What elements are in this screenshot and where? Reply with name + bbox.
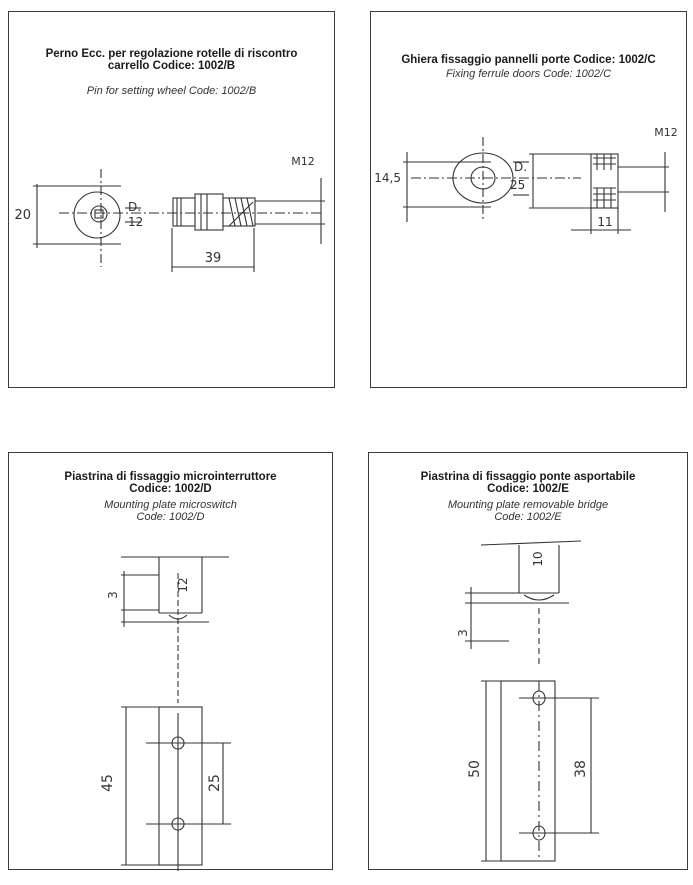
card-1002-c: Ghiera fissaggio pannelli porte Codice: … [370, 11, 687, 388]
card-subtitle: Pin for setting wheel Code: 1002/B [9, 85, 334, 97]
dim-length: 11 [597, 215, 612, 229]
dim-top-width: 12 [176, 577, 190, 592]
card-title: Ghiera fissaggio pannelli porte Codice: … [371, 54, 686, 66]
dim-hole-spacing: 25 [207, 774, 223, 792]
subtitle-line: Code: 1002/E [494, 511, 562, 523]
technical-drawing-ferrule: 14,5 D. 25 11 M12 [374, 126, 678, 234]
technical-drawing-pin: 20 D. 12 39 M12 [14, 155, 325, 272]
dim-length: 50 [467, 760, 483, 778]
dim-thread: M12 [654, 126, 678, 139]
card-subtitle: Fixing ferrule doors Code: 1002/C [371, 68, 686, 80]
card-title: Perno Ecc. per regolazione rotelle di ri… [9, 48, 334, 72]
dim-thickness: 3 [106, 591, 120, 599]
title-line: Ghiera fissaggio pannelli porte Codice: … [401, 54, 656, 66]
dim-length: 45 [100, 774, 116, 792]
card-1002-b: Perno Ecc. per regolazione rotelle di ri… [8, 11, 335, 388]
subtitle-line: Mounting plate microswitch [104, 499, 237, 511]
dim-top-width: 10 [531, 551, 545, 566]
card-subtitle: Mounting plate removable bridge Code: 10… [369, 499, 687, 523]
dim-thickness: 3 [456, 629, 470, 637]
subtitle-line: Fixing ferrule doors Code: 1002/C [445, 68, 612, 80]
dim-length: 39 [205, 251, 222, 266]
title-line: Piastrina di fissaggio ponte asportabile [420, 471, 636, 483]
technical-drawing-plate-d: 12 3 45 25 [100, 556, 231, 871]
dim-thread: M12 [291, 155, 315, 168]
card-title: Piastrina di fissaggio ponte asportabile… [369, 471, 687, 495]
card-1002-d: Piastrina di fissaggio microinterruttore… [8, 452, 333, 871]
subtitle-line: Mounting plate removable bridge [447, 499, 609, 511]
dim-diameter-label: D. [128, 200, 141, 214]
title-line: carrello Codice: 1002/B [107, 60, 236, 72]
dim-diameter: 12 [128, 215, 143, 229]
title-line: Codice: 1002/D [129, 483, 212, 495]
title-line: Codice: 1002/E [487, 483, 569, 495]
dim-diameter: 25 [510, 178, 525, 192]
dim-diameter-label: D. [514, 160, 527, 174]
subtitle-line: Code: 1002/D [136, 511, 205, 523]
subtitle-line: Pin for setting wheel Code: 1002/B [86, 85, 257, 97]
card-subtitle: Mounting plate microswitch Code: 1002/D [9, 499, 332, 523]
dim-height: 14,5 [374, 171, 401, 185]
dim-hole-spacing: 38 [573, 760, 589, 778]
technical-drawing-plate-e: 10 3 50 38 [456, 540, 599, 862]
title-line: Piastrina di fissaggio microinterruttore [64, 471, 277, 483]
card-1002-e: Piastrina di fissaggio ponte asportabile… [368, 452, 688, 870]
dim-height: 20 [14, 208, 31, 223]
card-title: Piastrina di fissaggio microinterruttore… [9, 471, 332, 495]
title-line: Perno Ecc. per regolazione rotelle di ri… [45, 48, 298, 60]
